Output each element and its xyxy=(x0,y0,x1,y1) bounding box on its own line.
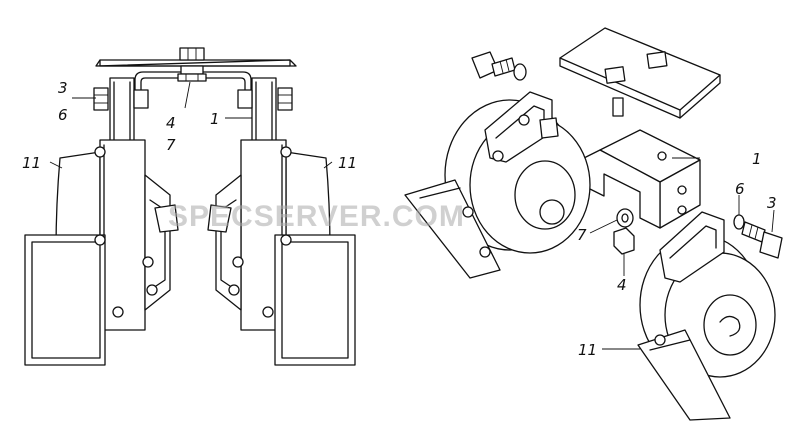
label-left-6: 6 xyxy=(58,106,68,124)
label-right-1: 1 xyxy=(752,150,762,168)
right-horn-upper xyxy=(404,91,591,279)
label-right-4: 4 xyxy=(617,276,627,294)
label-right-7: 7 xyxy=(577,226,587,244)
left-top-plate xyxy=(95,47,297,67)
label-left-3: 3 xyxy=(58,79,68,97)
watermark-text: SPECSERVER.COM xyxy=(168,200,465,233)
callout-labels: 3 6 4 7 1 11 11 1 6 3 7 4 11 xyxy=(22,79,777,359)
label-left-7: 7 xyxy=(166,136,176,154)
right-view-exploded xyxy=(404,27,783,421)
right-horn-lower xyxy=(637,211,776,421)
right-u-bracket xyxy=(579,129,701,229)
label-left-1: 1 xyxy=(210,110,220,128)
left-view-horn-pair xyxy=(24,47,356,366)
label-right-3: 3 xyxy=(767,194,777,212)
left-horn-2 xyxy=(207,77,356,366)
right-nut-washer xyxy=(613,208,635,255)
label-left-11-b: 11 xyxy=(338,154,357,172)
right-top-plate xyxy=(559,27,721,119)
left-horn-1 xyxy=(24,77,179,366)
label-left-4: 4 xyxy=(166,114,176,132)
right-bolt-upper xyxy=(471,51,527,81)
leader-lines xyxy=(49,81,775,350)
left-u-bracket xyxy=(134,65,252,106)
label-right-11: 11 xyxy=(578,341,597,359)
label-left-11-a: 11 xyxy=(22,154,41,172)
label-right-6: 6 xyxy=(735,180,745,198)
right-bolt-lower xyxy=(733,214,783,259)
